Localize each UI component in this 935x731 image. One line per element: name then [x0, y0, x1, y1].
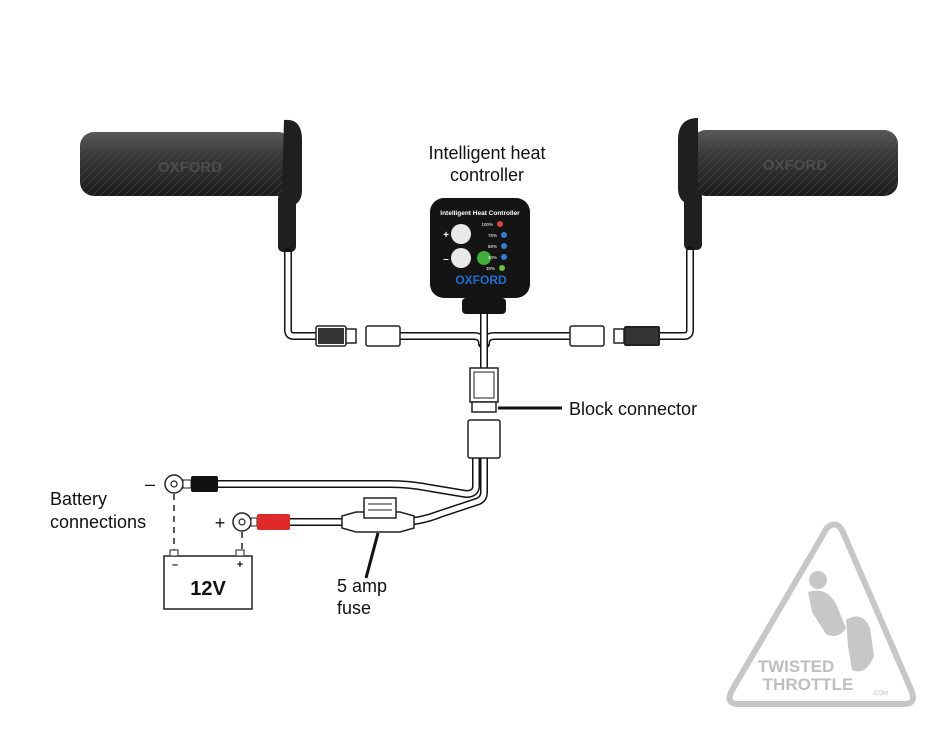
left-grip-brand: OXFORD	[158, 159, 222, 176]
block-connector-label: Block connector	[569, 399, 697, 419]
heat-controller: Intelligent Heat Controller + – 100% 75% 6…	[430, 198, 530, 314]
controller-label-line1: Intelligent heat	[428, 143, 545, 163]
positive-terminal: +	[215, 512, 290, 533]
left-grip: OXFORD	[80, 119, 302, 252]
controller-plus-button	[451, 224, 471, 244]
battery-label-line1: Battery	[50, 489, 107, 509]
power-icon	[477, 251, 491, 265]
fuse-pointer	[364, 532, 380, 579]
right-grip-connector	[569, 325, 660, 347]
level-label: 60%	[488, 244, 497, 249]
right-grip-brand: OXFORD	[763, 157, 827, 174]
level-label: 30%	[486, 266, 495, 271]
watermark-line1: TWISTED	[758, 657, 835, 676]
fuse-label-line1: 5 amp	[337, 576, 387, 596]
svg-text:+: +	[237, 559, 243, 571]
level-indicator-led	[499, 265, 505, 271]
watermark-suffix: .COM	[872, 691, 888, 697]
level-label: 100%	[481, 222, 493, 227]
block-connector	[467, 367, 501, 459]
battery: – + 12V	[163, 549, 253, 610]
controller-title: Intelligent Heat Controller	[440, 210, 520, 217]
negative-sign: –	[145, 474, 155, 494]
right-grip: OXFORD	[678, 118, 898, 250]
battery-label-line2: connections	[50, 512, 146, 532]
level-label: 75%	[488, 233, 497, 238]
level-label: 40%	[488, 255, 497, 260]
fuse-label-line2: fuse	[337, 598, 371, 618]
watermark-line2: THROTTLE	[763, 675, 854, 694]
level-indicator-led	[497, 221, 503, 227]
svg-text:–: –	[443, 254, 449, 265]
level-indicator-led	[501, 254, 507, 260]
inline-fuse	[341, 497, 415, 533]
battery-voltage: 12V	[190, 578, 226, 600]
controller-label-line2: controller	[450, 165, 524, 185]
svg-text:+: +	[443, 230, 449, 241]
positive-sign: +	[215, 513, 226, 533]
level-indicator-led	[501, 243, 507, 249]
svg-text:–: –	[172, 559, 178, 571]
watermark-logo: TWISTED THROTTLE .COM	[726, 521, 916, 707]
left-grip-connector	[315, 325, 401, 347]
level-indicator-led	[501, 232, 507, 238]
controller-minus-button	[451, 248, 471, 268]
controller-brand: OXFORD	[455, 273, 507, 287]
negative-terminal: –	[145, 474, 218, 494]
